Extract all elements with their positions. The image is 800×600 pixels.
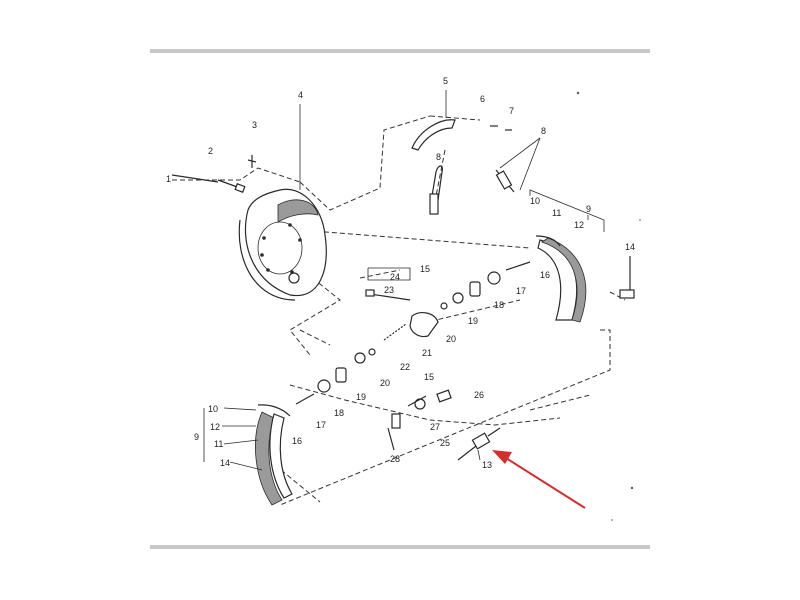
label-3: 3 — [252, 120, 257, 130]
label-10-right: 10 — [530, 196, 540, 206]
label-17-right: 17 — [516, 286, 526, 296]
label-16-left: 16 — [292, 436, 302, 446]
part-labels: 1 2 3 4 5 6 7 8 8 9 10 11 12 14 15 24 23… — [166, 76, 635, 470]
label-13: 13 — [482, 460, 492, 470]
label-leaders — [203, 90, 605, 471]
pin-parts-1-3 — [171, 155, 257, 193]
label-9-right: 9 — [586, 204, 591, 214]
red-indicator-arrow — [492, 450, 586, 509]
backing-plate — [238, 188, 327, 301]
label-11-left: 11 — [214, 439, 223, 449]
label-25: 25 — [440, 438, 450, 448]
adjuster-parts — [387, 389, 501, 461]
wheel-cylinder-parts — [295, 261, 531, 405]
label-5: 5 — [443, 76, 448, 86]
label-15-top: 15 — [420, 264, 430, 274]
right-part-14 — [619, 256, 635, 299]
label-21: 21 — [422, 348, 432, 358]
upper-spring-parts — [411, 119, 515, 215]
label-20-right: 20 — [446, 334, 456, 344]
label-27: 27 — [430, 422, 440, 432]
label-12-right: 12 — [574, 220, 584, 230]
label-8b: 8 — [436, 152, 441, 162]
label-15-bottom: 15 — [424, 372, 434, 382]
label-10-left: 10 — [208, 404, 218, 414]
label-18-right: 18 — [494, 300, 504, 310]
label-9-left: 9 — [194, 432, 199, 442]
label-22: 22 — [400, 362, 410, 372]
label-24: 24 — [390, 272, 400, 282]
label-26: 26 — [474, 390, 484, 400]
scan-specks — [576, 91, 641, 521]
label-1: 1 — [166, 174, 171, 184]
label-2: 2 — [208, 146, 213, 156]
right-brake-shoe — [535, 235, 587, 323]
dashed-guides — [172, 115, 626, 506]
top-rule — [150, 49, 650, 53]
label-16-right: 16 — [540, 270, 550, 280]
label-19-right: 19 — [468, 316, 478, 326]
label-14-left: 14 — [220, 458, 230, 468]
label-17-left: 17 — [316, 420, 326, 430]
label-12-left: 12 — [210, 422, 220, 432]
label-8a: 8 — [541, 126, 546, 136]
left-brake-shoe — [255, 404, 293, 506]
label-7: 7 — [509, 106, 514, 116]
label-14-right: 14 — [625, 242, 635, 252]
label-4: 4 — [298, 90, 303, 100]
label-11-right: 11 — [552, 208, 561, 218]
bottom-rule — [150, 545, 650, 549]
label-20-left: 20 — [380, 378, 390, 388]
label-19-left: 19 — [356, 392, 366, 402]
label-6: 6 — [480, 94, 485, 104]
label-18-left: 18 — [334, 408, 344, 418]
label-28: 28 — [390, 454, 400, 464]
label-23: 23 — [384, 285, 394, 295]
